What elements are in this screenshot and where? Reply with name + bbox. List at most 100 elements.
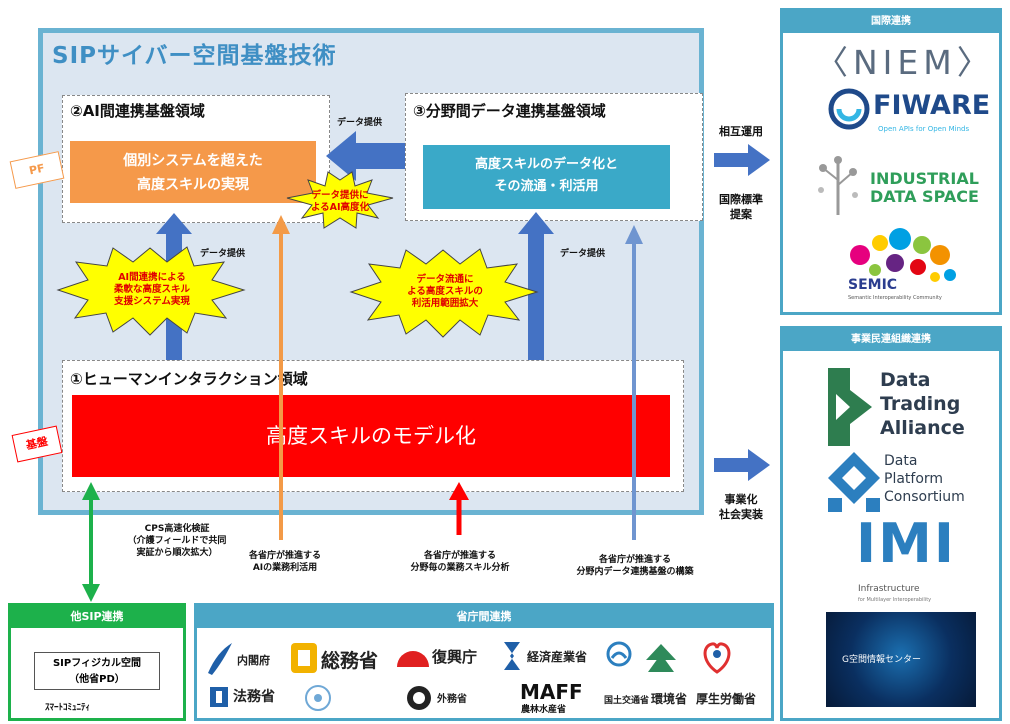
arrow-green-head-down [82, 584, 100, 602]
star-left-line3: 支援システム実現 [114, 296, 190, 307]
data-platform-content-line2: その流通・利活用 [494, 179, 599, 194]
arrow-up-right [518, 212, 554, 360]
other-sip-box-line1: SIPフィジカル空間 [52, 658, 142, 669]
ai-platform-content-line2: 高度スキルの実現 [137, 177, 249, 193]
arrow-orange-head [272, 215, 290, 234]
note-agency-skill-line1: 各省庁が推進する [423, 551, 496, 561]
logo-semic: SEMIC [848, 277, 898, 293]
star-center-line1: データ提供に [311, 190, 369, 201]
note-agency-ai-line1: 各省庁が推進する [248, 551, 321, 561]
logo-imi: IMI [856, 512, 956, 575]
logo-ids-line2: DATA SPACE [870, 187, 979, 206]
label-data-provide-left: データ提供 [200, 249, 246, 259]
cabinet-office-icon [208, 643, 232, 675]
arrow-right-mutual [714, 144, 770, 176]
panel-international-header: 国際連携 [783, 11, 999, 33]
star-right-text: データ流通に よる高度スキルの 利活用範囲拡大 [385, 274, 505, 310]
star-right-line3: 利活用範囲拡大 [411, 298, 479, 309]
semic-bubbles-icon [850, 228, 956, 282]
ministry-cabinet: 内閣府 [237, 654, 270, 667]
note-agency-ai: 各省庁が推進する AIの業務利活用 [235, 550, 335, 574]
reconstruction-agency-icon [397, 651, 429, 667]
star-left [56, 246, 246, 336]
note-agency-skill: 各省庁が推進する 分野毎の業務スキル分析 [392, 550, 528, 574]
moj-icon [210, 687, 228, 707]
panel-ministries-header: 省庁間連携 [197, 606, 771, 628]
arrow-red-head [449, 482, 469, 500]
note-agency-data-line1: 各省庁が推進する [598, 555, 671, 565]
star-center [286, 171, 394, 229]
panel-other-sip-header: 他SIP連携 [11, 606, 183, 628]
panel-private-header: 事業民連組織連携 [783, 329, 999, 351]
ministry-mic: 総務省 [321, 650, 379, 672]
logo-geo: G空間情報センター [842, 655, 921, 665]
logo-dta-line2: Trading [880, 393, 961, 415]
logo-ids-line1: INDUSTRIAL [870, 169, 979, 188]
logo-dpc-line3: Consortium [884, 489, 965, 505]
mofa-icon [407, 686, 431, 710]
human-interaction-content: 高度スキルのモデル化 [72, 395, 670, 477]
ministry-mlit: 国土交通省 [604, 696, 650, 706]
label-data-provide-top: データ提供 [337, 118, 383, 128]
ministry-mofa: 外務省 [437, 694, 467, 705]
ministry-moe: 環境省 [651, 692, 688, 706]
note-agency-skill-line2: 分野毎の業務スキル分析 [410, 563, 510, 573]
star-left-line2: 柔軟な高度スキル [113, 284, 190, 295]
note-agency-data-line2: 分野内データ連携基盤の構築 [576, 567, 694, 577]
ministry-maff-sub: 農林水産省 [521, 705, 567, 715]
data-platform-content-line1: 高度スキルのデータ化と [474, 157, 618, 172]
other-sip-box-line2: （他省PD） [69, 674, 125, 685]
logo-dta-line3: Alliance [880, 417, 965, 439]
ministry-meti: 経済産業省 [527, 650, 588, 664]
ai-platform-content-line1: 個別システムを超えた [123, 153, 263, 169]
logo-fiware-sub: Open APIs for Open Minds [878, 125, 970, 133]
side-commercial-line1: 事業化 [724, 493, 758, 506]
ministry-maff: MAFF [520, 680, 583, 704]
side-mutual-use: 相互運用 [719, 125, 763, 138]
logo-fiware: FIWARE [873, 90, 991, 121]
logo-dta-line1: Data [880, 369, 931, 391]
data-platform-title: ③分野間データ連携基盤領域 [413, 102, 606, 120]
logo-imi-sub: Infrastructure [858, 584, 920, 594]
logo-dpc-line2: Platform [884, 471, 944, 487]
note-cps: CPS高速化検証 （介護フィールドで共同 実証から順次拡大） [102, 523, 252, 559]
logo-imi-sub2: for Multilayer Interoperability [858, 597, 932, 603]
mhlw-icon [703, 642, 731, 674]
star-center-text: データ提供に よるAI高度化 [300, 190, 380, 214]
logo-dta: Data Trading Alliance [880, 368, 965, 440]
ministry-reconstruction: 復興庁 [432, 648, 478, 666]
star-right [349, 248, 539, 338]
sip-title: SIPサイバー空間基盤技術 [52, 43, 337, 69]
mic-icon [291, 643, 317, 673]
star-right-line2: よる高度スキルの [407, 286, 483, 297]
dpc-logo-icon [828, 452, 880, 512]
ai-platform-title: ②AI間連携基盤領域 [70, 102, 205, 120]
star-center-line2: よるAI高度化 [310, 202, 370, 213]
logo-dpc-line1: Data [884, 453, 918, 469]
arrow-data-to-ai [326, 131, 405, 181]
data-platform-content: 高度スキルのデータ化と その流通・利活用 [423, 145, 670, 209]
star-right-line1: データ流通に [416, 274, 474, 285]
note-agency-data: 各省庁が推進する 分野内データ連携基盤の構築 [560, 554, 710, 578]
side-intl-standard: 国際標準 提案 [706, 192, 776, 222]
note-cps-line1: CPS高速化検証 [144, 524, 210, 534]
ministry-moj: 法務省 [233, 689, 275, 705]
arrow-green-head-up [82, 482, 100, 500]
note-cps-line3: 実証から順次拡大） [136, 548, 218, 558]
label-data-provide-right: データ提供 [560, 249, 606, 259]
star-left-line1: AI間連携による [118, 272, 186, 283]
moe-icon [646, 644, 676, 672]
logo-dpc: Data Platform Consortium [884, 452, 965, 506]
fiware-logo-icon [828, 88, 870, 130]
logo-semic-sub: Semantic Interoperability Community [848, 295, 942, 301]
human-interaction-title: ①ヒューマンインタラクション領域 [70, 370, 308, 388]
arrow-blue-head [625, 225, 643, 244]
other-sip-box: SIPフィジカル空間 （他省PD） [34, 652, 160, 690]
logo-niem: 〈NIEM〉 [815, 43, 995, 82]
ai-platform-content: 個別システムを超えた 高度スキルの実現 [70, 141, 316, 203]
ministry-mhlw: 厚生労働省 [696, 692, 757, 706]
side-intl-standard-line1: 国際標準 [719, 193, 763, 206]
note-cps-line2: （介護フィールドで共同 [127, 536, 227, 546]
